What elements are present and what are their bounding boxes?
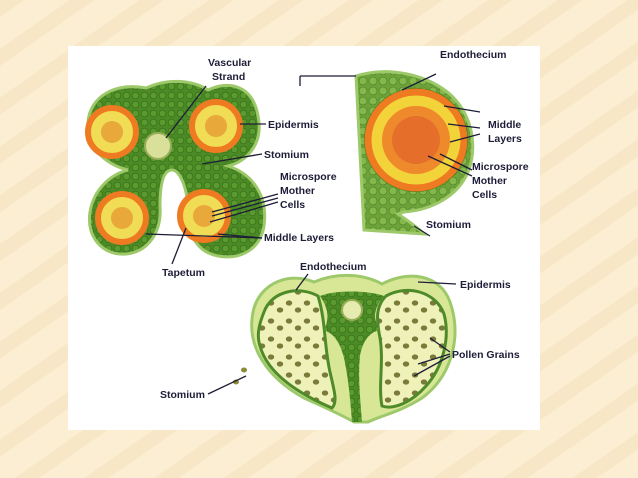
label-middle-layers-left: Middle Layers	[264, 232, 334, 244]
young-anther-section: Vascular Strand Epidermis Stomium Micros…	[85, 57, 337, 279]
label-mmc-right-3: Cells	[472, 189, 497, 201]
label-tapetum: Tapetum	[162, 267, 205, 279]
label-stomium-right: Stomium	[426, 219, 471, 231]
label-middle-layers-right-2: Layers	[488, 133, 522, 145]
label-endothecium-right: Endothecium	[440, 49, 507, 61]
label-mmc-left-1: Microspore	[280, 171, 337, 183]
label-mmc-left-3: Cells	[280, 199, 305, 211]
label-vascular-strand-1: Vascular	[208, 57, 251, 69]
locule-bottom-left	[95, 191, 149, 245]
anther-diagram-panel: Vascular Strand Epidermis Stomium Micros…	[68, 46, 540, 430]
anther-wall-section: Endothecium Middle Layers Microspore Mot…	[299, 49, 529, 237]
label-stomium-top: Stomium	[264, 149, 309, 161]
label-mmc-right-1: Microspore	[472, 161, 529, 173]
pollen-sac-left	[256, 289, 337, 410]
vascular-strand-tissue	[144, 132, 172, 160]
label-mmc-right-2: Mother	[472, 175, 507, 187]
label-endothecium-bottom: Endothecium	[300, 261, 367, 273]
label-mmc-left-2: Mother	[280, 185, 315, 197]
label-epidermis-bottom: Epidermis	[460, 279, 511, 291]
label-vascular-strand-2: Strand	[212, 71, 245, 83]
label-middle-layers-right-1: Middle	[488, 119, 521, 131]
label-epidermis-top: Epidermis	[268, 119, 319, 131]
connective-tissue	[320, 291, 384, 422]
locule-top-left	[85, 105, 139, 159]
label-pollen-grains: Pollen Grains	[452, 349, 520, 361]
anther-diagram: Vascular Strand Epidermis Stomium Micros…	[85, 49, 529, 424]
locule-bottom-right	[177, 189, 231, 243]
pollen-sac-right	[376, 288, 448, 409]
locule-top-right	[189, 99, 243, 153]
vascular-bundle	[341, 299, 363, 321]
mature-anther-section: Endothecium Epidermis Pollen Grains Stom…	[160, 261, 520, 424]
label-stomium-bottom: Stomium	[160, 389, 205, 401]
